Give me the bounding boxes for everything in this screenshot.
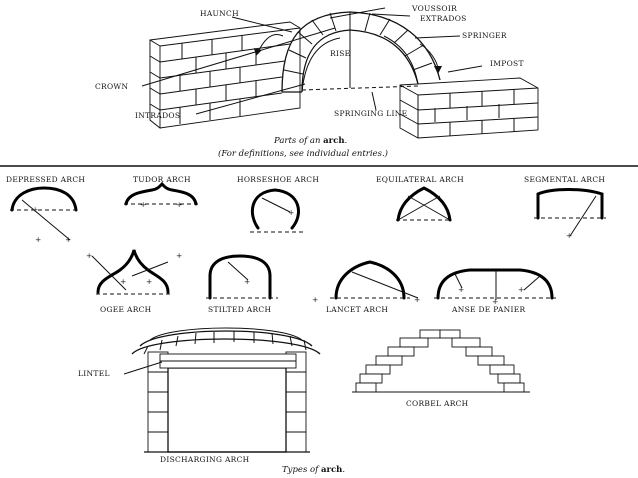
- label-tudor-arch: TUDOR ARCH: [133, 175, 191, 184]
- label-lintel: LINTEL: [78, 369, 110, 378]
- svg-text:+: +: [176, 251, 183, 260]
- label-ogee-arch: OGEE ARCH: [100, 305, 152, 314]
- tudor-arch-figure: TUDOR ARCH + +: [124, 175, 198, 209]
- types-caption-bold: arch: [321, 465, 342, 475]
- label-intrados: INTRADOS: [135, 111, 180, 120]
- types-caption: Types of arch.: [282, 465, 345, 475]
- depressed-arch-figure: DEPRESSED ARCH + + +: [6, 175, 85, 244]
- svg-text:+: +: [458, 285, 465, 294]
- svg-text:+: +: [288, 208, 295, 217]
- label-crown: CROWN: [95, 82, 128, 91]
- anse-de-panier-figure: + + + ANSE DE PANIER: [434, 268, 556, 314]
- arch-types-row-2: + + + + OGEE ARCH + STILTED ARCH + + LAN…: [86, 249, 556, 314]
- corbel-arch-figure: CORBEL ARCH: [352, 329, 530, 408]
- parts-caption-bold: arch: [323, 136, 344, 146]
- types-caption-suffix: .: [342, 465, 345, 475]
- parts-of-arch-illustration: HAUNCH VOUSSOIR EXTRADOS SPRINGER RISE I…: [95, 4, 539, 159]
- svg-text:+: +: [35, 235, 42, 244]
- svg-text:+: +: [414, 295, 421, 304]
- parts-caption-line1: Parts of an arch.: [273, 136, 347, 146]
- horseshoe-arch-figure: HORSESHOE ARCH +: [237, 175, 319, 233]
- label-horseshoe-arch: HORSESHOE ARCH: [237, 175, 319, 184]
- arch-ring: [281, 11, 441, 93]
- label-haunch: HAUNCH: [200, 9, 239, 18]
- svg-text:+: +: [86, 251, 93, 260]
- svg-text:+: +: [176, 200, 183, 209]
- label-anse-de-panier: ANSE DE PANIER: [451, 305, 526, 314]
- svg-text:+: +: [518, 285, 525, 294]
- label-segmental-arch: SEGMENTAL ARCH: [524, 175, 605, 184]
- label-springer: SPRINGER: [462, 31, 507, 40]
- svg-text:+: +: [140, 200, 147, 209]
- label-corbel-arch: CORBEL ARCH: [406, 399, 469, 408]
- label-voussoir: VOUSSOIR: [411, 4, 457, 13]
- label-stilted-arch: STILTED ARCH: [208, 305, 271, 314]
- parts-caption-prefix: Parts of an: [273, 136, 320, 146]
- label-discharging-arch: DISCHARGING ARCH: [160, 455, 250, 464]
- label-impost: IMPOST: [490, 59, 524, 68]
- svg-text:+: +: [312, 295, 319, 304]
- svg-text:+: +: [244, 277, 251, 286]
- svg-text:+: +: [146, 277, 153, 286]
- lancet-arch-figure: + + LANCET ARCH: [312, 260, 421, 314]
- label-lancet-arch: LANCET ARCH: [326, 305, 388, 314]
- label-equilateral-arch: EQUILATERAL ARCH: [376, 175, 464, 184]
- springing-line: [301, 85, 419, 91]
- svg-text:+: +: [566, 231, 573, 240]
- leader-lines: [141, 7, 483, 115]
- segmental-arch-figure: SEGMENTAL ARCH +: [524, 175, 606, 240]
- right-wall: [399, 77, 539, 139]
- label-rise: RISE: [330, 49, 350, 58]
- svg-text:+: +: [492, 297, 499, 306]
- equilateral-arch-figure: EQUILATERAL ARCH: [376, 175, 464, 222]
- arch-types-row-1: DEPRESSED ARCH + + + TUDOR ARCH + + HORS…: [6, 175, 606, 244]
- types-caption-prefix: Types of: [282, 465, 320, 475]
- parts-caption-line2: (For definitions, see individual entries…: [218, 148, 388, 159]
- ogee-arch-figure: + + + + OGEE ARCH: [86, 249, 183, 314]
- discharging-arch-figure: LINTEL DISCHARGING ARCH: [78, 327, 321, 464]
- svg-text:+: +: [120, 277, 127, 286]
- stilted-arch-figure: + STILTED ARCH: [206, 254, 278, 314]
- parts-caption-suffix: .: [345, 136, 348, 146]
- label-extrados: EXTRADOS: [420, 14, 467, 23]
- label-depressed-arch: DEPRESSED ARCH: [6, 175, 85, 184]
- svg-text:+: +: [32, 205, 39, 214]
- label-springing-line: SPRINGING LINE: [334, 109, 407, 118]
- svg-text:+: +: [65, 235, 72, 244]
